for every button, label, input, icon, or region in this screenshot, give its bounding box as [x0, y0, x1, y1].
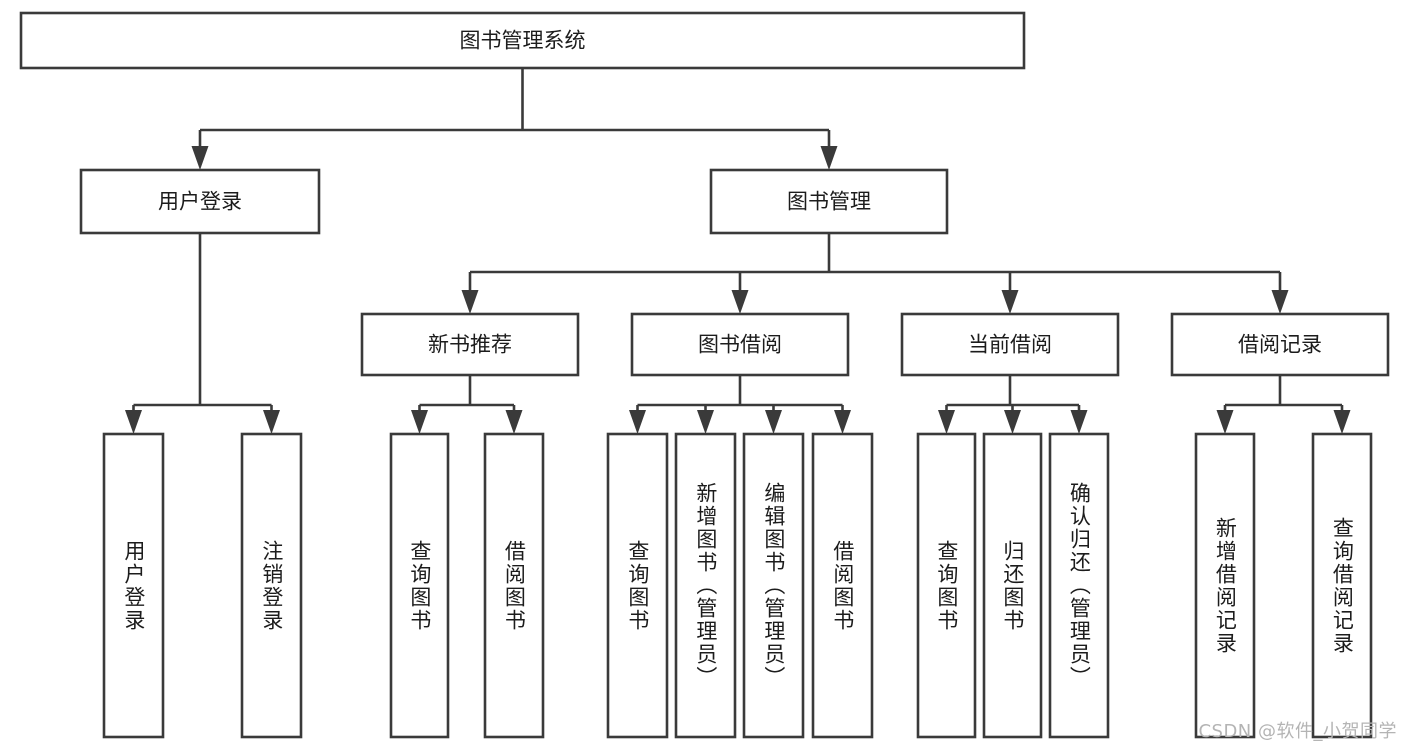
arrow-head-icon — [629, 410, 646, 434]
arrow-head-icon — [461, 290, 479, 314]
arrow-head-icon — [411, 410, 428, 434]
arrow-head-icon — [191, 146, 209, 170]
node-box-leaf-record-add[interactable] — [1194, 432, 1256, 739]
node-label-root: 图书管理系统 — [460, 29, 586, 53]
node-box-current-borrow[interactable] — [900, 312, 1120, 377]
node-box-book-management[interactable] — [709, 168, 949, 235]
arrow-head-icon — [834, 410, 851, 434]
arrow-head-icon — [1004, 410, 1021, 434]
arrow-head-icon — [1216, 410, 1234, 434]
node-box-user-login[interactable] — [79, 168, 321, 235]
node-label-book-management: 图书管理 — [787, 190, 871, 214]
node-box-leaf-borrow-edit-book[interactable] — [742, 432, 805, 739]
node-box-root[interactable] — [19, 11, 1026, 70]
node-label-current-borrow: 当前借阅 — [968, 333, 1052, 357]
node-box-leaf-borrow-query-book[interactable] — [606, 432, 669, 739]
node-box-book-borrow[interactable] — [630, 312, 850, 377]
node-box-leaf-current-query-book[interactable] — [916, 432, 977, 739]
arrow-head-icon — [505, 410, 523, 434]
node-box-leaf-borrow-add-book[interactable] — [674, 432, 737, 739]
node-box-leaf-recommend-borrow-book[interactable] — [483, 432, 545, 739]
node-box-leaf-user-logout[interactable] — [240, 432, 303, 739]
csdn-watermark: CSDN @软件_小贺同学 — [1198, 721, 1397, 742]
node-box-leaf-record-query[interactable] — [1311, 432, 1373, 739]
arrow-head-icon — [731, 290, 749, 314]
arrow-head-icon — [1271, 290, 1289, 314]
node-box-borrow-record[interactable] — [1170, 312, 1390, 377]
arrow-head-icon — [820, 146, 838, 170]
node-box-leaf-recommend-query-book[interactable] — [389, 432, 450, 739]
node-box-leaf-borrow-borrow-book[interactable] — [811, 432, 874, 739]
arrow-head-icon — [1001, 290, 1019, 314]
node-box-leaf-current-return-book[interactable] — [982, 432, 1043, 739]
node-label-new-book-recommend: 新书推荐 — [428, 333, 512, 357]
node-label-borrow-record: 借阅记录 — [1238, 333, 1322, 357]
node-label-user-login: 用户登录 — [158, 190, 242, 214]
node-boxes-layer — [19, 11, 1390, 739]
node-box-leaf-current-confirm-return[interactable] — [1048, 432, 1110, 739]
node-label-book-borrow: 图书借阅 — [698, 333, 782, 357]
arrow-head-icon — [697, 410, 714, 434]
connectors-layer — [125, 68, 1351, 434]
arrow-head-icon — [1070, 410, 1088, 434]
arrow-head-icon — [125, 410, 142, 434]
node-box-new-book-recommend[interactable] — [360, 312, 580, 377]
arrow-head-icon — [938, 410, 955, 434]
arrow-head-icon — [1333, 410, 1351, 434]
arrow-head-icon — [765, 410, 782, 434]
arrow-head-icon — [263, 410, 280, 434]
node-box-leaf-user-login[interactable] — [102, 432, 165, 739]
